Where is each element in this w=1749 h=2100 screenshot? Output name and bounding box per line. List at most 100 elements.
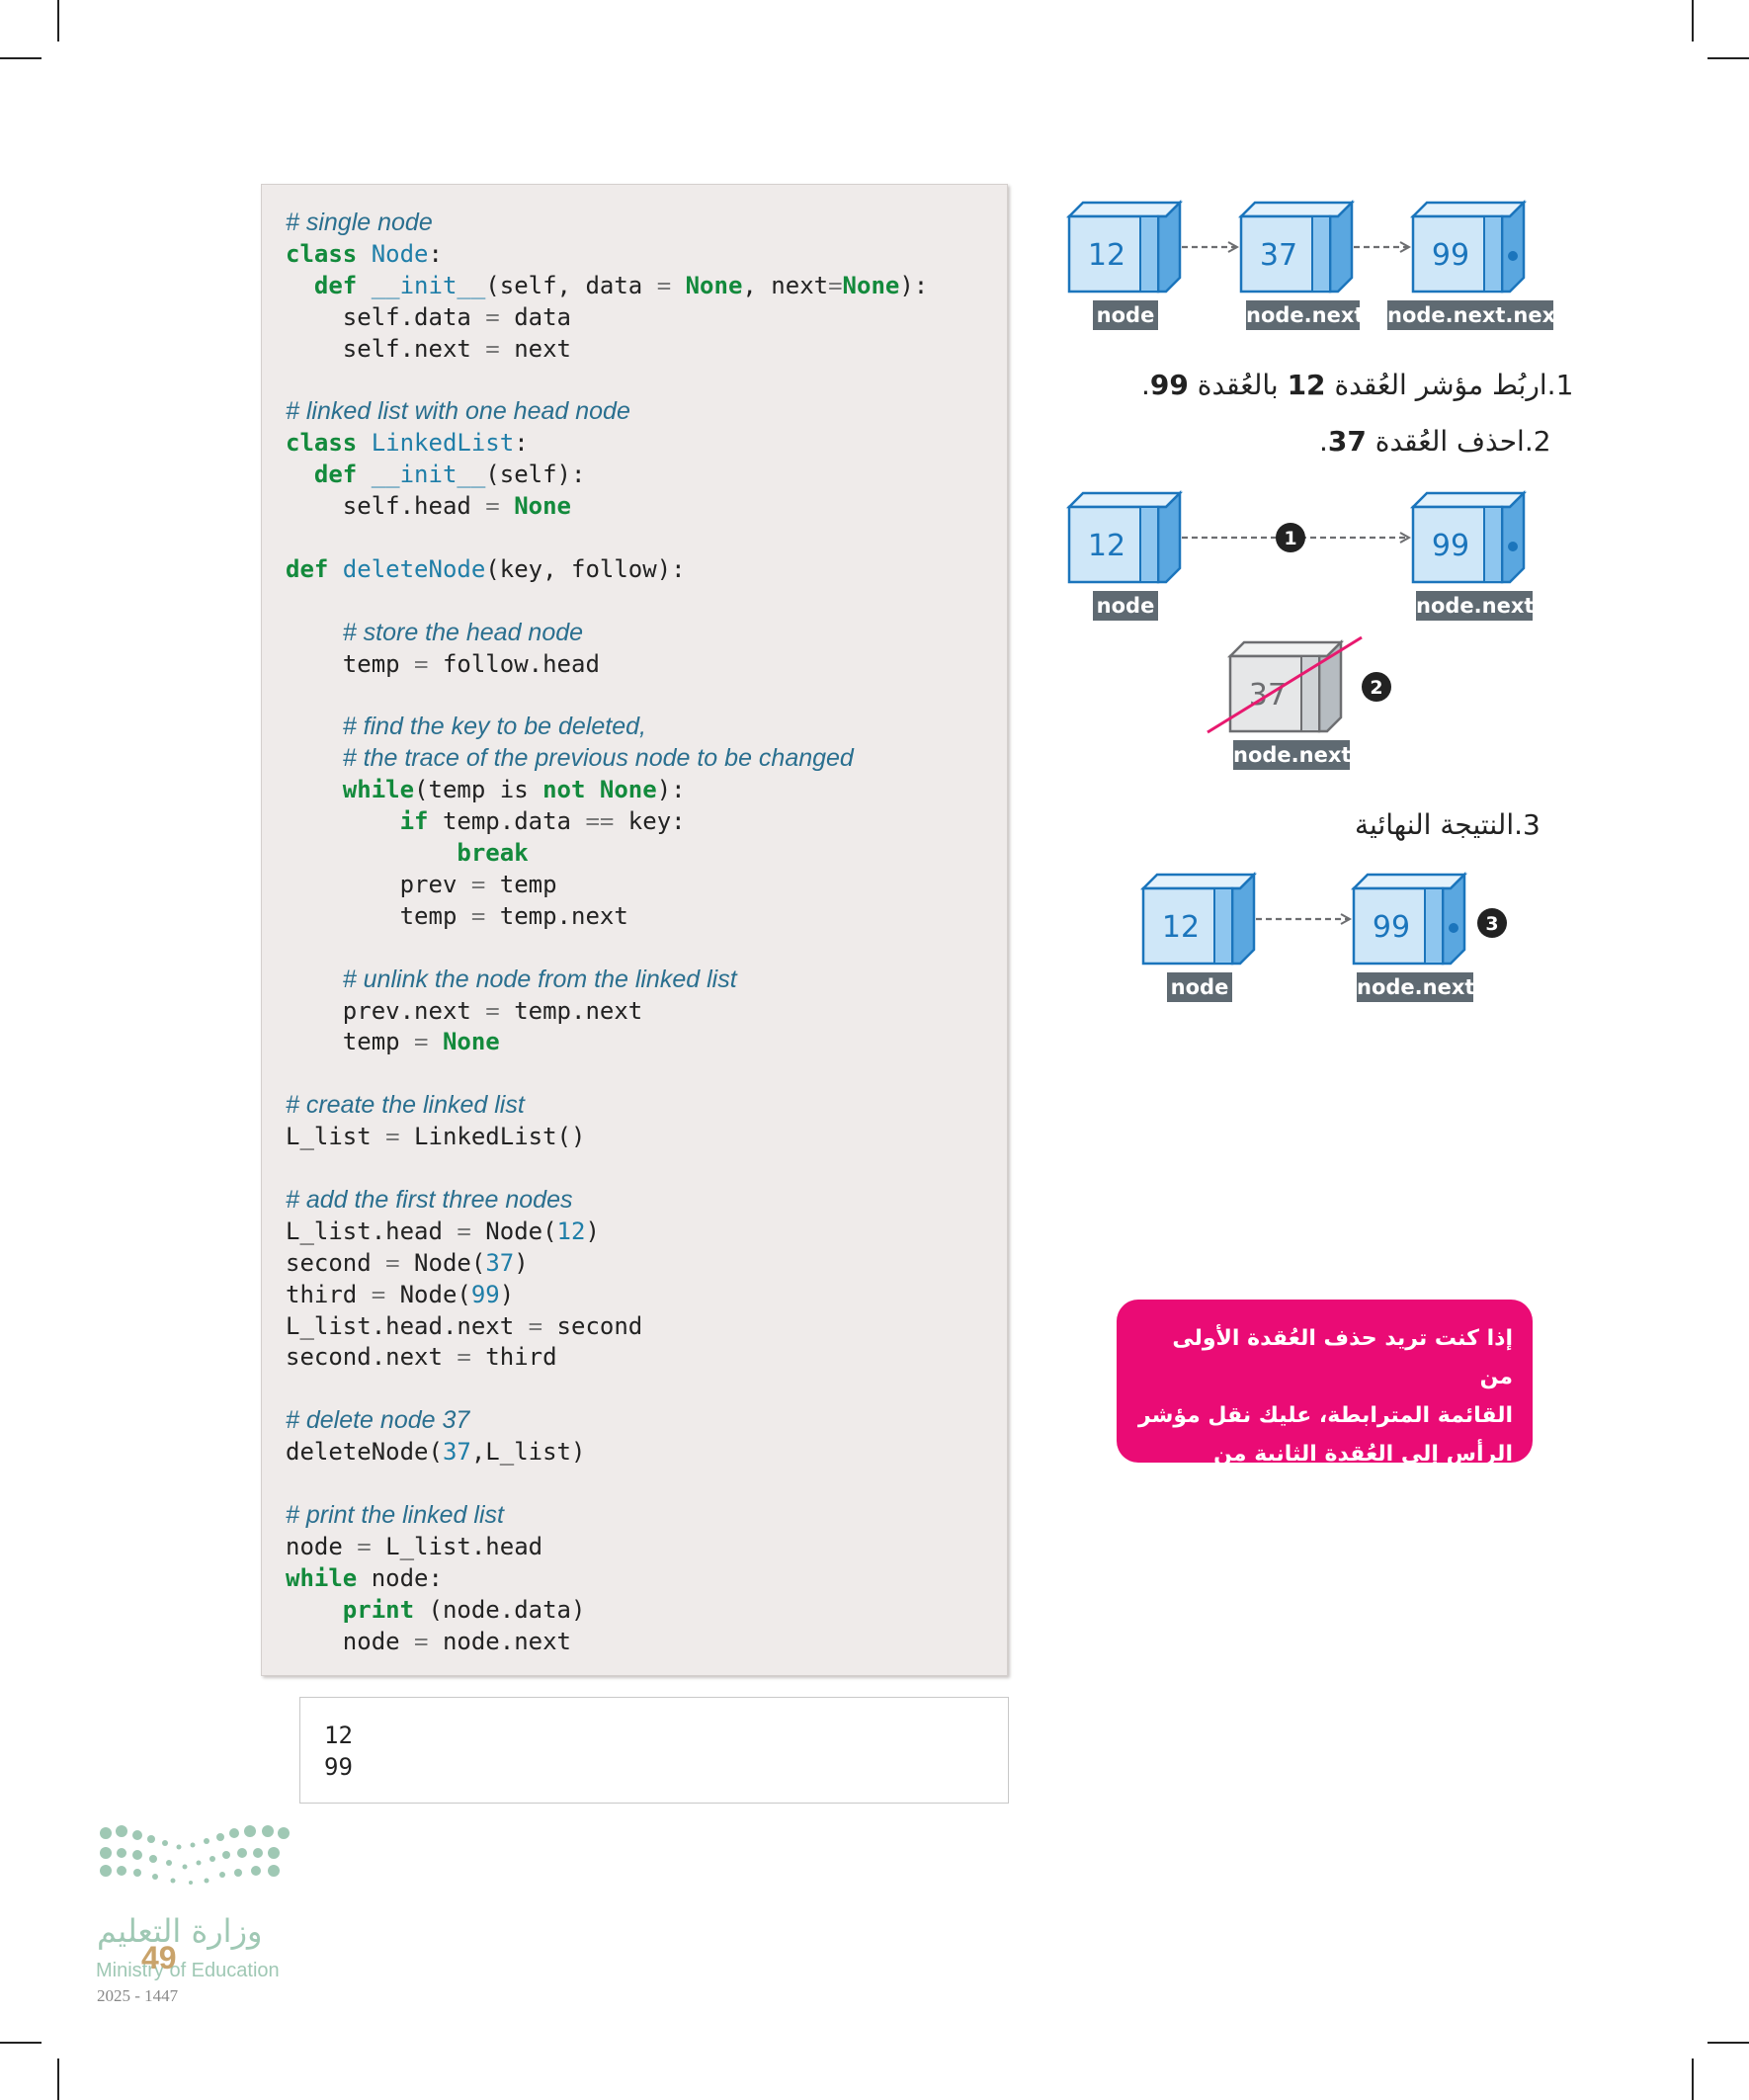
list-node (1409, 489, 1528, 584)
code-line: break (286, 837, 529, 869)
code-token: = (485, 996, 500, 1025)
code-keyword: None (499, 492, 571, 521)
tip-callout (1117, 1300, 1533, 1463)
code-comment: # add the first three nodes (286, 1185, 573, 1214)
code-token: LinkedList (371, 429, 515, 458)
logo-dot (152, 1874, 158, 1880)
code-keyword: print (342, 1595, 415, 1624)
code-comment: # print the linked list (286, 1500, 504, 1529)
code-token: temp (485, 870, 557, 898)
code-token: L_list.head (371, 1532, 543, 1560)
logo-dot (262, 1825, 274, 1837)
logo-dot (189, 1881, 193, 1885)
page-number: 49 (141, 1940, 177, 1975)
code-line: # add the first three nodes (286, 1184, 572, 1216)
logo-dot (117, 1866, 126, 1876)
code-line: second = Node(37) (286, 1247, 529, 1279)
logo-dot (166, 1860, 172, 1866)
code-line: node = node.next (286, 1626, 571, 1657)
code-token: node (286, 1532, 358, 1560)
code-token: = (385, 1248, 400, 1277)
crop-mark (1692, 0, 1694, 42)
logo-dot (100, 1827, 112, 1839)
step-badge-number: 2 (1370, 677, 1382, 699)
code-token: ): (656, 776, 686, 804)
list-node (1065, 199, 1184, 294)
node-value: 99 (1432, 529, 1469, 563)
code-token: = (357, 1532, 372, 1560)
code-token: temp (286, 901, 471, 930)
code-token: = (485, 302, 500, 331)
code-comment: # find the key to be deleted, (342, 713, 646, 741)
node-value: 99 (1373, 910, 1410, 945)
logo-dot (116, 1825, 127, 1837)
code-token: = (528, 1311, 543, 1340)
node-label: node.next.next (1387, 300, 1565, 330)
code-comment: # create the linked list (286, 1091, 525, 1120)
node-value: 12 (1162, 910, 1200, 945)
logo-dot (182, 1864, 188, 1870)
code-token: = (470, 901, 486, 930)
code-line: # find the key to be deleted, (286, 711, 646, 742)
code-token: (temp is (414, 776, 543, 804)
null-pointer-dot (1449, 923, 1458, 933)
code-token: , next (742, 271, 829, 299)
null-pointer-dot (1508, 251, 1518, 261)
code-token: = (457, 1217, 471, 1245)
step-badge (1362, 672, 1391, 702)
code-keyword: None (842, 271, 900, 299)
code-line: while(temp is not None): (286, 774, 686, 805)
output-panel (299, 1697, 1009, 1804)
code-token: follow.head (428, 649, 600, 678)
crop-mark (1707, 57, 1749, 59)
node-label: node.next (1246, 300, 1364, 330)
code-token: 99 (470, 1280, 500, 1308)
node-label: node (1093, 591, 1158, 621)
code-token: = (485, 492, 500, 521)
list-node (1139, 871, 1258, 966)
code-token: = (414, 1028, 429, 1056)
code-token: deleteNode( (286, 1438, 443, 1467)
code-line: # single node (286, 207, 433, 238)
logo-dot (237, 1848, 247, 1858)
code-token: second (286, 1248, 386, 1277)
code-token: second (542, 1311, 643, 1340)
code-keyword: class (286, 429, 372, 458)
step-1-text: 1.اربُط مؤشر العُقدة 12 بالعُقدة 99. (1141, 369, 1574, 401)
node-label: node.next (1416, 591, 1534, 621)
code-token: __init__ (371, 271, 486, 299)
crop-mark (57, 0, 59, 42)
code-token: third (470, 1343, 557, 1372)
callout-line: إذا كنت تريد حذف العُقدة الأولى من (1172, 1326, 1513, 1389)
output-line: 99 (324, 1753, 353, 1781)
code-token: temp.next (499, 996, 643, 1025)
code-token: ) (514, 1248, 529, 1277)
strike-line (1207, 635, 1363, 734)
code-keyword: break (457, 839, 529, 867)
logo-dot (209, 1856, 215, 1862)
code-keyword: not None (542, 776, 657, 804)
node-label: node (1093, 300, 1158, 330)
logo-dot (132, 1850, 142, 1860)
code-line: temp = follow.head (286, 648, 600, 680)
code-line: self.data = data (286, 301, 571, 333)
list-node (1237, 199, 1356, 294)
code-comment: # single node (286, 209, 433, 236)
code-line: prev.next = temp.next (286, 995, 642, 1027)
code-token: second.next (286, 1343, 458, 1372)
code-token: temp.data (428, 807, 586, 836)
code-token: (key, follow): (485, 554, 686, 583)
logo-dot (222, 1851, 230, 1859)
logo-dot (251, 1866, 261, 1876)
logo-dot (204, 1878, 209, 1884)
logo-dot (268, 1847, 280, 1859)
code-token: node: (357, 1563, 443, 1592)
logo-dot (132, 1830, 142, 1840)
code-keyword: while (286, 1563, 358, 1592)
code-token: = (414, 1627, 429, 1655)
edition-year: 2025 - 1447 (97, 1986, 179, 2005)
code-line: # the trace of the previous node to be c… (286, 742, 854, 774)
code-line: node = L_list.head (286, 1531, 542, 1562)
code-token: node.next (428, 1627, 571, 1655)
